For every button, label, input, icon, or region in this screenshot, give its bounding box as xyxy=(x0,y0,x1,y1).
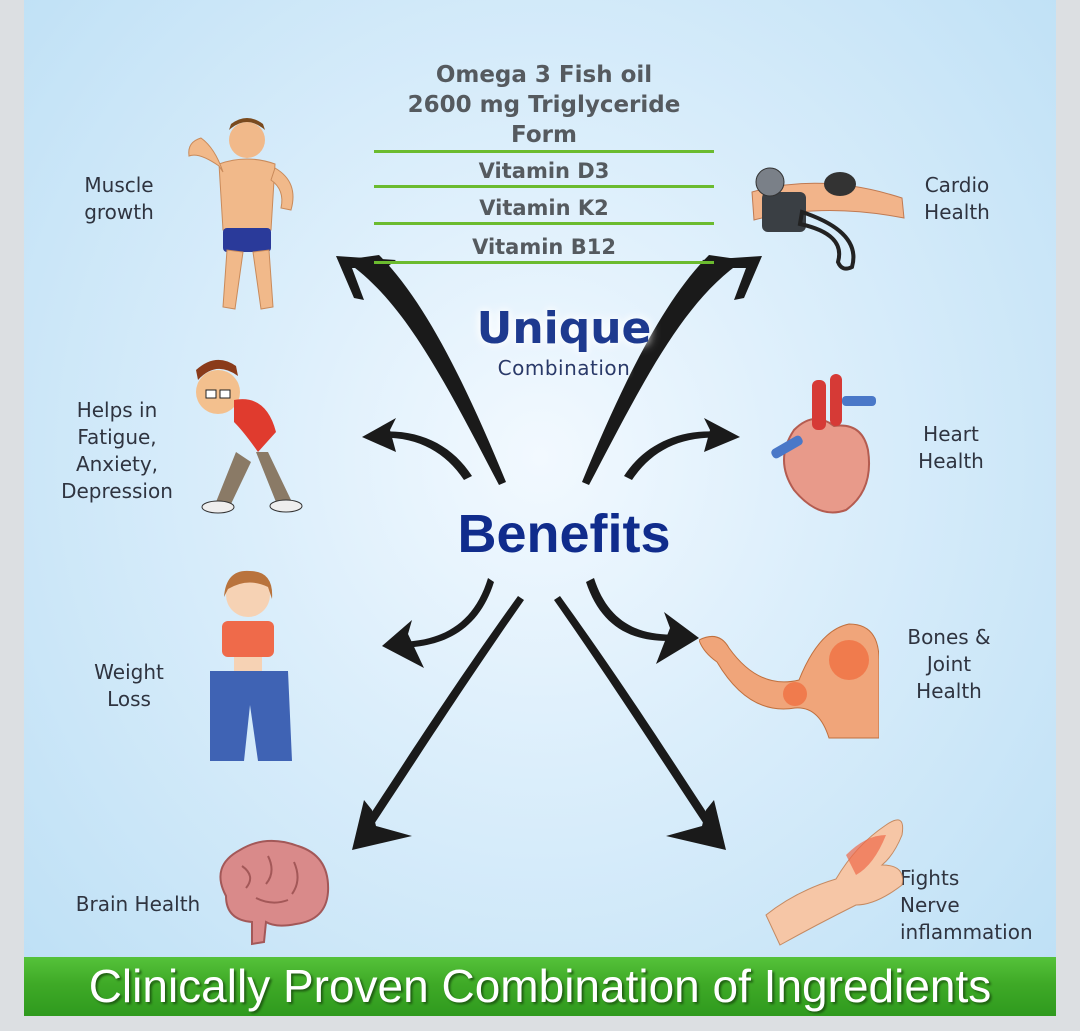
arrow-top-right xyxy=(582,255,744,485)
arrowhead-top-left xyxy=(336,256,396,300)
arm-joint-icon xyxy=(699,623,879,739)
weight-loss-woman-icon xyxy=(210,570,292,761)
ingredient-title-line1: Omega 3 Fish oil xyxy=(435,62,653,88)
divider xyxy=(374,261,714,264)
heart-icon xyxy=(771,374,876,514)
blood-pressure-cuff-icon xyxy=(751,167,905,271)
hand-nerve-icon xyxy=(765,819,904,946)
divider xyxy=(374,185,714,188)
benefit-label-brain: Brain Health xyxy=(75,892,201,916)
arrowhead-top-right xyxy=(702,256,762,300)
stressed-man-icon xyxy=(196,359,303,514)
arrowhead-mid-left xyxy=(362,418,396,452)
unique-title: Unique xyxy=(476,303,652,354)
ingredients-list: Omega 3 Fish oil 2600 mg Triglyceride Fo… xyxy=(374,60,714,264)
ingredient-vitamin-b12: Vitamin B12 xyxy=(472,235,616,259)
divider xyxy=(374,150,714,153)
benefit-label-heart: Heart Health xyxy=(918,422,984,473)
muscle-man-icon xyxy=(188,118,294,310)
arrow-low-left xyxy=(396,578,494,648)
arrow-top-left xyxy=(344,255,506,485)
arrows-graphic xyxy=(336,255,762,850)
arrowhead-bottom-left xyxy=(352,800,412,850)
combination-subtitle: Combination xyxy=(497,356,631,380)
arrowhead-bottom-right xyxy=(666,800,726,850)
benefit-label-nerve: Fights Nerve inflammation xyxy=(900,866,1033,944)
brain-icon xyxy=(219,839,330,946)
benefits-title: Benefits xyxy=(457,504,671,564)
benefit-label-weight: Weight Loss xyxy=(94,660,164,711)
arrow-bottom-right xyxy=(554,596,722,842)
ingredient-title-line2: 2600 mg Triglyceride Form xyxy=(407,92,681,148)
arrow-bottom-left xyxy=(356,596,524,842)
divider xyxy=(374,222,714,225)
footer-text: Clinically Proven Combination of Ingredi… xyxy=(88,960,992,1012)
ingredient-vitamin-k2: Vitamin K2 xyxy=(479,196,609,220)
benefits-poster: Omega 3 Fish oil 2600 mg Triglyceride Fo… xyxy=(24,0,1056,1016)
arrowhead-mid-right xyxy=(704,418,740,452)
ingredient-vitamin-d3: Vitamin D3 xyxy=(478,159,610,183)
benefit-label-muscle: Muscle growth xyxy=(84,173,154,224)
arrowhead-low-left xyxy=(382,620,424,668)
benefit-label-bones: Bones & Joint Health xyxy=(907,625,991,703)
arrowhead-low-right xyxy=(656,612,699,664)
benefit-label-cardio: Cardio Health xyxy=(924,173,990,224)
footer-banner: Clinically Proven Combination of Ingredi… xyxy=(24,957,1056,1016)
benefit-label-fatigue: Helps in Fatigue, Anxiety, Depression xyxy=(61,398,173,503)
